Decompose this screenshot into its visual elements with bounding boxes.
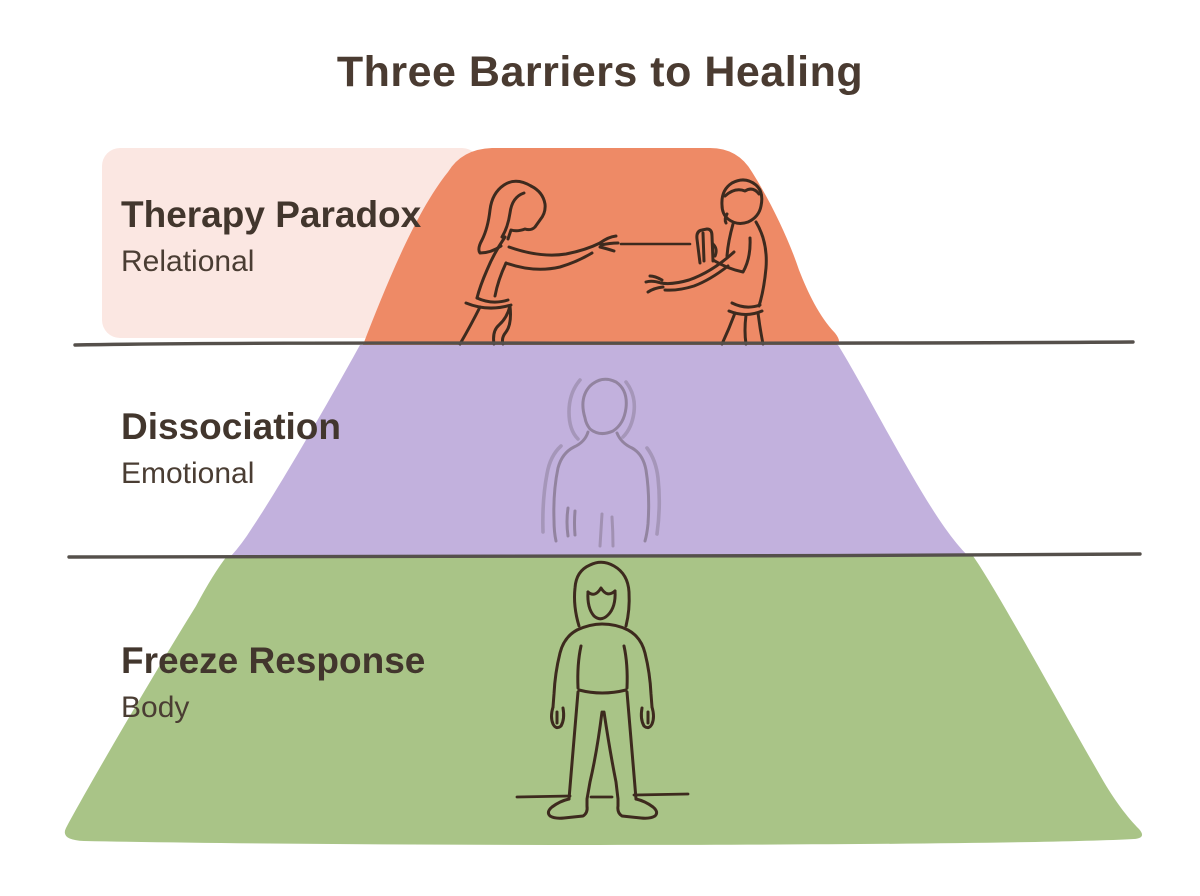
layer-name: Freeze Response bbox=[121, 640, 426, 681]
page-title: Three Barriers to Healing bbox=[336, 48, 864, 96]
layer-sublabel: Relational bbox=[121, 245, 255, 278]
layer-label-dissociation: Dissociation Emotional bbox=[121, 404, 341, 493]
layer-label-therapy-paradox: Therapy Paradox Relational bbox=[121, 192, 421, 281]
layer-name: Dissociation bbox=[121, 406, 341, 447]
standing-frozen-person-illustration bbox=[515, 560, 690, 820]
divider-line-bottom bbox=[67, 552, 1142, 559]
layer-sublabel: Body bbox=[121, 691, 190, 724]
faded-person-outline-illustration bbox=[541, 377, 662, 548]
pyramid-layer-dissociation bbox=[231, 345, 968, 556]
two-people-reaching-and-blocking-illustration bbox=[458, 178, 768, 346]
pyramid-layer-freeze-response bbox=[64, 556, 1143, 845]
layer-sublabel: Emotional bbox=[121, 457, 255, 490]
layer-name: Therapy Paradox bbox=[121, 194, 422, 235]
divider-line-top bbox=[73, 340, 1135, 347]
layer-label-freeze-response: Freeze Response Body bbox=[121, 638, 425, 727]
